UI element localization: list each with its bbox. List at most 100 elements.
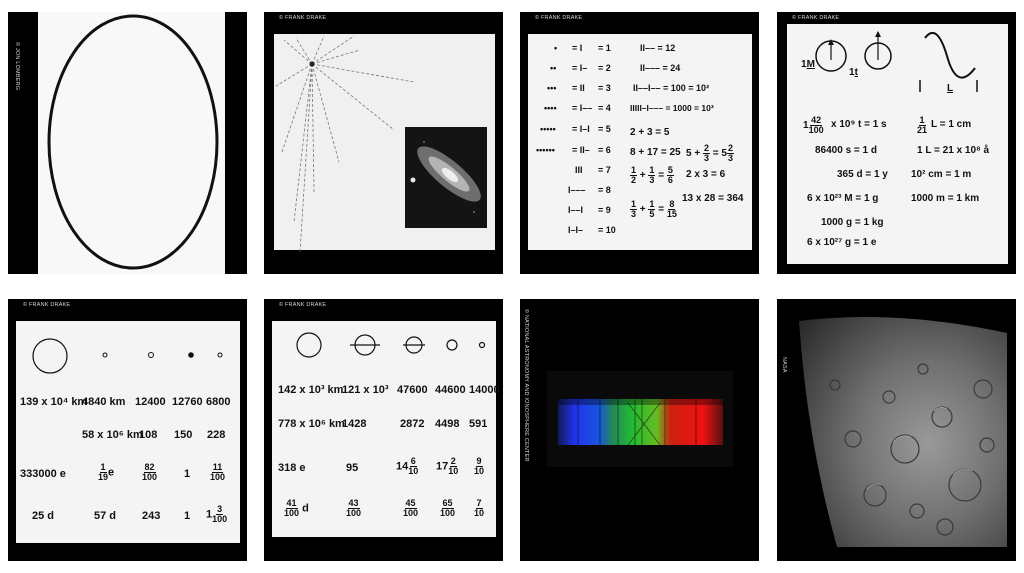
jupiter-circle	[296, 332, 322, 358]
solar2-r2-c3: 2872	[400, 418, 425, 430]
dots-4: ••••	[544, 103, 557, 113]
math-panel	[528, 34, 752, 250]
credit-drake: © FRANK DRAKE	[792, 15, 840, 21]
crater-10	[829, 379, 841, 391]
solar1-r3-c4: 1	[184, 468, 191, 480]
eq-10: I–I–	[568, 225, 584, 235]
val-4: = 4	[598, 103, 611, 113]
wave-curve	[924, 32, 976, 79]
spectrum-band	[558, 399, 723, 445]
crater-12	[979, 437, 995, 453]
val-8: = 8	[598, 185, 611, 195]
units-line-3: 86400 s = 1 d	[815, 145, 877, 156]
units-line-2: L = 1 cm	[931, 119, 972, 130]
solar1-r4-c1: 25 d	[32, 510, 55, 522]
crater-11	[917, 363, 929, 375]
solar1-r1-c4: 12760	[172, 396, 203, 408]
units-line-9: 1000 g = 1 kg	[821, 217, 884, 228]
solar2-svg	[296, 332, 486, 358]
crater-7	[973, 379, 993, 399]
spectrum-svg	[558, 399, 723, 446]
dots-6: ••••••	[536, 145, 555, 155]
math-sum-2: 8 + 17 = 25	[630, 147, 681, 158]
units-t-label: 1t	[849, 67, 858, 78]
mercury-tile: NASA	[777, 299, 1016, 561]
credit-drake: © FRANK DRAKE	[279, 302, 327, 308]
units-m-label: 1M	[801, 59, 815, 70]
math-sum-3: 2 x 3 = 6	[686, 169, 726, 180]
eq-9: I––I	[568, 205, 584, 215]
solar1-r2-c3: 108	[139, 429, 158, 441]
mercury-surface	[799, 317, 1007, 547]
solar1-r3-c1: 333000 e	[20, 468, 66, 480]
solar2-r1-c1: 142 x 10³ km	[278, 384, 344, 396]
solar2-r1-c5: 14000	[469, 384, 500, 396]
units-svg	[815, 31, 978, 92]
units-line-1: x 10⁹ t = 1 s	[831, 119, 887, 130]
units-line-8: 1000 m = 1 km	[911, 193, 980, 204]
solar1-r4-c3: 243	[142, 510, 161, 522]
math-sum-4: 13 x 28 = 364	[682, 193, 744, 204]
dots-2: ••	[550, 63, 557, 73]
solar1-r4-c2: 57 d	[94, 510, 117, 522]
val-3: = 3	[598, 83, 611, 93]
calibration-circle-tile: © JON LOMBERG	[8, 12, 247, 274]
crater-5	[909, 503, 925, 519]
calibration-circle	[47, 14, 219, 270]
solar1-r1-c5: 6800	[206, 396, 231, 408]
dots-1: •	[554, 43, 558, 53]
val-9: = 9	[598, 205, 611, 215]
solar1-r1-c1: 139 x 10⁴ km	[20, 396, 88, 408]
credit-drake: © FRANK DRAKE	[23, 302, 71, 308]
units-line-4: 1 L = 21 x 10⁸ å	[917, 145, 990, 156]
solar1-r2-c4: 150	[174, 429, 193, 441]
solar1-svg	[32, 338, 223, 374]
units-line-7: 6 x 10²³ M = 1 g	[807, 193, 879, 204]
units-l-label: L	[947, 83, 954, 94]
credit-drake: © FRANK DRAKE	[279, 15, 327, 21]
math-sum-1: 2 + 3 = 5	[630, 127, 670, 138]
solar2-r2-c4: 4498	[435, 418, 460, 430]
math-col2-2: II––– = 24	[640, 63, 681, 73]
eq-8: I–––	[568, 185, 586, 195]
units-panel	[787, 24, 1008, 264]
units-line-10: 6 x 10²⁷ g = 1 e	[807, 237, 877, 248]
eq-6: = II–	[572, 145, 590, 155]
venus-dot	[148, 352, 154, 358]
dots-5: •••••	[540, 124, 556, 134]
solar2-r2-c5: 591	[469, 418, 488, 430]
eq-1: = I	[572, 43, 583, 53]
val-7: = 7	[598, 165, 611, 175]
solar2-r2-c2: 1428	[342, 418, 367, 430]
credit-drake: © FRANK DRAKE	[535, 15, 583, 21]
mercury-svg	[799, 317, 1007, 547]
eq-2: = I–	[572, 63, 588, 73]
sun-circle	[32, 338, 68, 374]
pulsar-map-tile: © FRANK DRAKE	[264, 12, 503, 274]
math-tile: © FRANK DRAKE • = I = 1 •• = I– = 2 ••• …	[520, 12, 759, 274]
calibration-circle-svg	[47, 14, 219, 270]
crater-2	[931, 406, 953, 428]
earth-dot	[188, 352, 194, 358]
math-col2-1: II–– = 12	[640, 43, 676, 53]
solar2-r1-c2: 121 x 10³	[342, 384, 389, 396]
solar1-r4-c4: 1	[184, 510, 191, 522]
units-line-5: 365 d = 1 y	[837, 169, 888, 180]
spectrum-tile: © NATIONAL ASTRONOMY AND IONOSPHERE CENT…	[520, 299, 759, 561]
solar1-r2-c5: 228	[207, 429, 226, 441]
solar2-r2-c1: 778 x 10⁶ km	[278, 418, 345, 430]
credit-lomberg: © JON LOMBERG	[14, 42, 20, 91]
